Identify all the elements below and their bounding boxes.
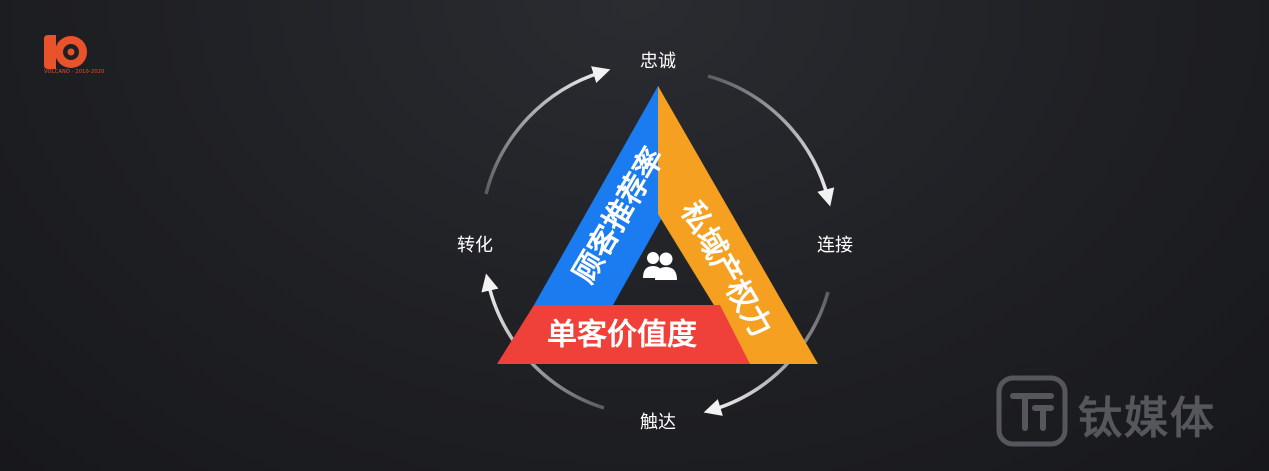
arc-arrow-top-left: [484, 66, 611, 195]
band-bottom-label: 单客价值度: [547, 318, 697, 353]
band-left: [534, 86, 696, 305]
cycle-label-left: 转化: [457, 235, 493, 256]
band-bottom: [497, 305, 750, 364]
cycle-label-top: 忠诚: [640, 51, 676, 72]
users-icon: [643, 252, 677, 280]
cycle-label-bottom: 触达: [640, 412, 676, 433]
cycle-label-right: 连接: [817, 235, 853, 256]
arc-arrow-bottom-right: [703, 291, 830, 416]
arc-arrow-top-right: [707, 74, 835, 207]
tmt-logo-icon: [996, 375, 1068, 447]
volcano-logo-icon: [44, 35, 87, 69]
watermark-text: 钛媒体: [1078, 393, 1216, 444]
logo-caption: VOLCANO · 2010-2020: [44, 69, 105, 75]
band-right: [658, 86, 818, 364]
